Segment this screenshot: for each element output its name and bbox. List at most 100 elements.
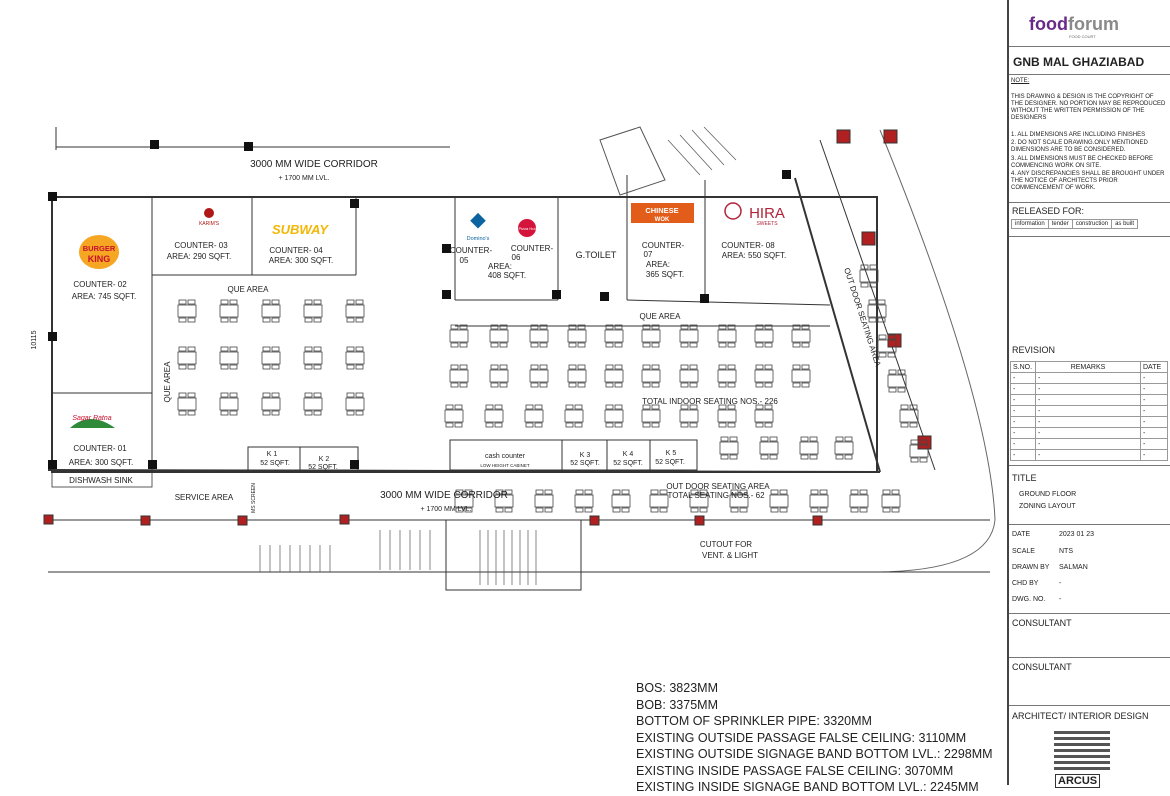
- consultant-label-1: CONSULTANT: [1012, 618, 1072, 628]
- seating-table: [489, 324, 509, 348]
- date-label: DATE: [1012, 531, 1031, 538]
- table-row: ---: [1010, 438, 1168, 450]
- title-block: foodforum FOOD COURT GNB MAL GHAZIABAD N…: [1007, 0, 1170, 788]
- released-option-information[interactable]: information: [1011, 219, 1049, 229]
- k2-label: K 2: [319, 456, 330, 463]
- note-item: 2. DO NOT SCALE DRAWING.ONLY MENTIONED D…: [1011, 140, 1148, 153]
- seating-table: [717, 324, 737, 348]
- table-row: ---: [1010, 405, 1168, 417]
- table-row: ---: [1010, 427, 1168, 439]
- released-option-tender[interactable]: tender: [1047, 219, 1073, 229]
- seating-table: [219, 299, 239, 323]
- seating-table: [177, 299, 197, 323]
- level-note: EXISTING OUTSIDE PASSAGE FALSE CEILING: …: [636, 730, 967, 745]
- karims-logo: KARIM'S: [195, 207, 223, 227]
- logo-food: food: [1029, 14, 1068, 34]
- drawn-value: SALMAN: [1059, 564, 1088, 571]
- meta-section: DATE 2023 01 23 SCALE NTS DRAWN BY SALMA…: [1009, 523, 1170, 614]
- scale-value: NTS: [1059, 548, 1073, 555]
- seating-table: [454, 489, 474, 513]
- cash-counter-label: cash counter: [485, 453, 526, 460]
- seating-table: [649, 489, 669, 513]
- title-line-2: ZONING LAYOUT: [1019, 503, 1076, 510]
- dominos-logo: Domino's: [467, 212, 490, 242]
- corridor-bottom-label: 3000 MM WIDE CORRIDOR: [380, 490, 508, 501]
- outdoor-seating-total: TOTAL SEATING NOS.- 62: [667, 491, 765, 500]
- level-note: EXISTING INSIDE PASSAGE FALSE CEILING: 3…: [636, 763, 954, 778]
- table-row: ---: [1010, 449, 1168, 461]
- chinese-wok-logo: CHINESE WOK: [631, 203, 694, 223]
- seating-table: [899, 404, 919, 428]
- revision-col-remarks: REMARKS: [1035, 361, 1141, 373]
- note-item: 1. ALL DIMENSIONS ARE INCLUDING FINISHES: [1011, 132, 1146, 138]
- seating-table: [484, 404, 504, 428]
- floor-plan: BURGER KING KARIM'S SUBWAY Domino's Pizz…: [31, 126, 996, 591]
- burger-king-text-2: KING: [88, 254, 111, 264]
- seating-table: [754, 324, 774, 348]
- seating-table: [494, 489, 514, 513]
- k1-area: 52 SQFT.: [260, 460, 290, 467]
- revision-table: S.NO. REMARKS DATE --- --- --- --- --- -…: [1010, 361, 1168, 461]
- seating-table: [303, 346, 323, 370]
- table-row: ---: [1010, 416, 1168, 428]
- seating-table: [717, 364, 737, 388]
- k4-label: K 4: [623, 451, 634, 458]
- chinese-wok-text-1: CHINESE: [645, 206, 678, 215]
- level-note: EXISTING OUTSIDE SIGNAGE BAND BOTTOM LVL…: [636, 747, 993, 761]
- seating-table: [834, 436, 854, 460]
- k4-area: 52 SQFT.: [613, 460, 643, 467]
- seating-table: [641, 324, 661, 348]
- note-section: NOTE: THIS DRAWING & DESIGN IS THE COPYR…: [1009, 74, 1170, 203]
- revision-col-sno: S.NO.: [1010, 361, 1036, 373]
- table-row: ---: [1010, 383, 1168, 395]
- seating-table: [641, 404, 661, 428]
- seating-table: [345, 299, 365, 323]
- seating-table: [867, 299, 887, 323]
- sagar-ratna-text: Sagar Ratna: [72, 415, 111, 422]
- service-area-label: SERVICE AREA: [175, 493, 234, 502]
- sagar-ratna-logo: Sagar Ratna: [70, 415, 115, 428]
- que-area-vertical: QUE AREA: [163, 361, 172, 403]
- subway-logo: SUBWAY: [272, 222, 329, 237]
- seating-table: [177, 392, 197, 416]
- que-area-top: QUE AREA: [228, 285, 270, 294]
- k5-area: 52 SQFT.: [655, 459, 685, 466]
- logo-forum: forum: [1067, 14, 1119, 34]
- seating-table: [529, 324, 549, 348]
- hira-sweets-text: SWEETS: [756, 221, 778, 227]
- released-option-construction[interactable]: construction: [1071, 219, 1113, 229]
- counter-08-area: AREA: 550 SQFT.: [722, 251, 786, 260]
- released-option-as-built[interactable]: as built: [1111, 219, 1139, 229]
- level-note: BOB: 3375MM: [636, 697, 718, 712]
- seating-table: [219, 346, 239, 370]
- seating-table: [261, 346, 281, 370]
- counter-08-name: COUNTER- 08: [721, 241, 775, 250]
- ms-screen-label: MS SCREEN: [251, 483, 257, 513]
- seating-table: [791, 324, 811, 348]
- seating-table: [849, 489, 869, 513]
- seating-table: [449, 324, 469, 348]
- seating-table: [791, 364, 811, 388]
- level-note: EXISTING INSIDE SIGNAGE BAND BOTTOM LVL.…: [636, 780, 979, 794]
- title-line-1: GROUND FLOOR: [1019, 491, 1077, 498]
- counter-06-area-l1: AREA:: [488, 262, 512, 271]
- seating-table: [574, 489, 594, 513]
- dwg-label: DWG. NO.: [1012, 596, 1046, 603]
- toilet-label: G.TOILET: [576, 250, 617, 260]
- drawn-label: DRAWN BY: [1012, 564, 1050, 571]
- brand-section: foodforum FOOD COURT: [1009, 0, 1170, 47]
- k5-label: K 5: [666, 450, 677, 457]
- counter-07-area-l2: 365 SQFT.: [646, 270, 684, 279]
- seating-table: [679, 324, 699, 348]
- revision-heading: REVISION: [1012, 345, 1056, 355]
- cutout-l2: VENT. & LIGHT: [702, 551, 758, 560]
- note-copyright: THIS DRAWING & DESIGN IS THE COPYRIGHT O…: [1011, 94, 1166, 121]
- seating-table: [261, 392, 281, 416]
- seating-table: [444, 404, 464, 428]
- counter-05-name: COUNTER-: [450, 246, 493, 255]
- seating-table: [717, 404, 737, 428]
- date-value: 2023 01 23: [1059, 531, 1095, 538]
- k2-area: 52 SQFT.: [308, 464, 338, 471]
- burger-king-logo: BURGER KING: [79, 235, 119, 269]
- corridor-top-level: + 1700 MM LVL.: [278, 175, 329, 182]
